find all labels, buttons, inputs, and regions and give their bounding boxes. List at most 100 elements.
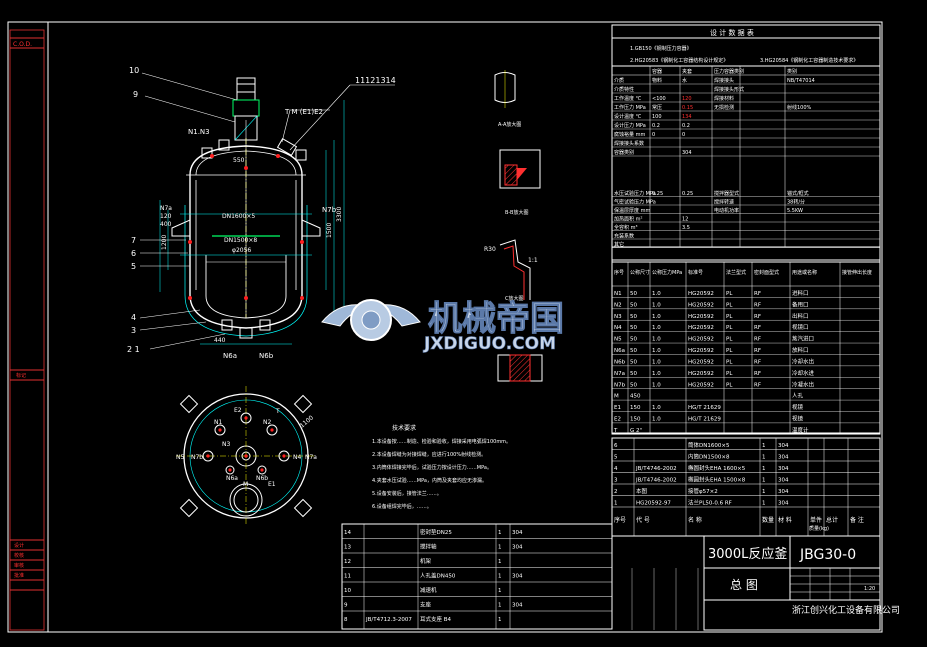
part-cell: 12 <box>344 559 351 565</box>
dim-2056: φ2056 <box>232 247 251 254</box>
design-cell: 水压试验压力 MPa <box>614 190 656 197</box>
plan-e1: E1 <box>268 481 276 488</box>
dim-120: 120 <box>160 213 172 220</box>
strip-design: 设计 <box>14 542 24 549</box>
nozzle-cell: RF <box>754 291 761 297</box>
part-cell: 1 <box>498 617 502 623</box>
std-2: 2.HG20583《钢制化工容器结构设计规定》 <box>630 57 728 64</box>
dim-1500: 1500 <box>326 223 333 238</box>
nozzle-cell: PL <box>726 359 733 365</box>
part-cell: 13 <box>344 545 351 551</box>
nozzle-cell: HG20592 <box>688 382 714 388</box>
left-revision-strip: C.O.D. 标记 设计 校核 审核 批准 <box>9 29 45 631</box>
part-footer: 备 注 <box>850 516 864 524</box>
note-5: 5.设备安装后，接管法兰……。 <box>372 490 442 497</box>
design-cell: 134 <box>682 114 692 120</box>
reducer <box>232 99 260 117</box>
dim-dn1500: DN1500×8 <box>224 237 257 244</box>
nozzle-cell: 1.0 <box>652 314 661 320</box>
drawing-number: JBG30-0 <box>799 547 856 563</box>
part-cell: 304 <box>512 530 523 536</box>
design-cell: 容器类别 <box>614 149 634 156</box>
design-cell: 物料 <box>652 77 662 84</box>
design-cell: NB/T47014 <box>787 78 815 84</box>
part-footer-mass: 质量(kg) <box>809 525 829 532</box>
nozzle-cell: 50 <box>630 291 637 297</box>
nozzle-cell: N1 <box>614 291 622 297</box>
callout-3: 3 <box>131 326 136 335</box>
plan-n6a: N6a <box>226 475 238 482</box>
design-cell: 0.15 <box>682 105 693 111</box>
watermark: 机械帝国 JXDIGUO.COM <box>321 299 565 354</box>
nozzle-cell: HG20592 <box>688 314 714 320</box>
drawing-scale: 1:20 <box>864 586 875 592</box>
plan-e2: E2 <box>234 407 242 414</box>
part-cell: 304 <box>778 478 789 484</box>
nozzle-cell: 1.0 <box>652 325 661 331</box>
callout-4: 4 <box>131 313 136 322</box>
nozzle-cell: 温度计 <box>792 426 809 434</box>
nozzle-cell: 1.0 <box>652 405 661 411</box>
nozzle-cell: RF <box>754 382 761 388</box>
nozzle-cell: 1.0 <box>652 348 661 354</box>
nozzle-cell: 冷凝水出 <box>792 380 814 388</box>
strip-mark: 标记 <box>16 372 26 379</box>
part-cell: 支座 <box>420 601 432 609</box>
part-cell: 304 <box>778 489 789 495</box>
design-cell: 搅拌转速 <box>714 199 734 206</box>
nozzle-cell: RF <box>754 337 761 343</box>
strip-approve: 批准 <box>14 572 24 579</box>
part-cell: 椭圆封头EHA 1500×8 <box>688 476 746 484</box>
nozzle-cell: 1.0 <box>652 382 661 388</box>
part-cell: 接管φ57×2 <box>688 487 718 495</box>
part-cell: 11 <box>344 574 351 580</box>
part-cell: 304 <box>778 466 789 472</box>
design-cell: 0.2 <box>652 123 660 129</box>
strip-review: 审核 <box>14 562 24 569</box>
part-cell: 1 <box>498 588 502 594</box>
std-3: 3.HG20584《钢制化工容器制造技术要求》 <box>760 57 858 64</box>
nozzle-cell: RF <box>754 302 761 308</box>
callout-6: 6 <box>131 249 136 258</box>
design-cell: 工作温度 ℃ <box>614 95 642 102</box>
label-n6b: N6b <box>259 352 274 360</box>
anchor-agitator <box>205 255 287 319</box>
part-cell: 9 <box>344 603 348 609</box>
callout-7: 7 <box>131 236 136 245</box>
nozzle-cell: 50 <box>630 314 637 320</box>
part-cell: 304 <box>778 443 789 449</box>
design-header: 夹套 <box>682 68 692 75</box>
nozzle-cell: N4 <box>614 325 622 331</box>
part-cell: 减速机 <box>420 586 437 594</box>
part-cell: 人孔盖DN450 <box>420 572 456 580</box>
nozzle-cell: PL <box>726 371 733 377</box>
dim-400: 400 <box>160 221 172 228</box>
nozzle-cell: N6b <box>614 359 626 365</box>
detail-views: A-A放大图 B-B放大图 R30 1:1 C放大图 <box>484 70 543 382</box>
dim-440: 440 <box>214 337 226 344</box>
part-cell: 1 <box>762 501 766 507</box>
nozzle-cell: RF <box>754 325 761 331</box>
design-cell: 加热面积 m² <box>614 216 642 223</box>
detail-r30: R30 <box>484 246 496 253</box>
design-cell: 水 <box>682 77 687 84</box>
design-cell: 无损检测 <box>714 104 734 111</box>
part-cell: JB/T4746-2002 <box>635 478 677 484</box>
note-1: 1.本设备按……制造、检验和验收，焊接采用电弧焊100mm。 <box>372 438 511 445</box>
watermark-brand-en: JXDIGUO.COM <box>423 334 556 354</box>
part-cell: JB/T4746-2002 <box>635 466 677 472</box>
nozzle-cell: 50 <box>630 359 637 365</box>
nozzle-cell: 150 <box>630 405 641 411</box>
part-cell: 本图 <box>636 487 648 495</box>
design-cell: 120 <box>682 96 692 102</box>
design-cell: 12 <box>682 217 688 223</box>
nozzle-header: 序号 <box>614 269 624 276</box>
part-footer: 代 号 <box>636 516 650 524</box>
nozzle-cell: RF <box>754 348 761 354</box>
nozzle-cell: 人孔 <box>792 392 804 400</box>
strip-cod: C.O.D. <box>13 41 32 48</box>
nozzle-cell: RF <box>754 371 761 377</box>
nozzle-cell: N6a <box>614 348 625 354</box>
nozzle-cell: PL <box>726 348 733 354</box>
nozzle-cell: 放料口 <box>792 346 809 354</box>
